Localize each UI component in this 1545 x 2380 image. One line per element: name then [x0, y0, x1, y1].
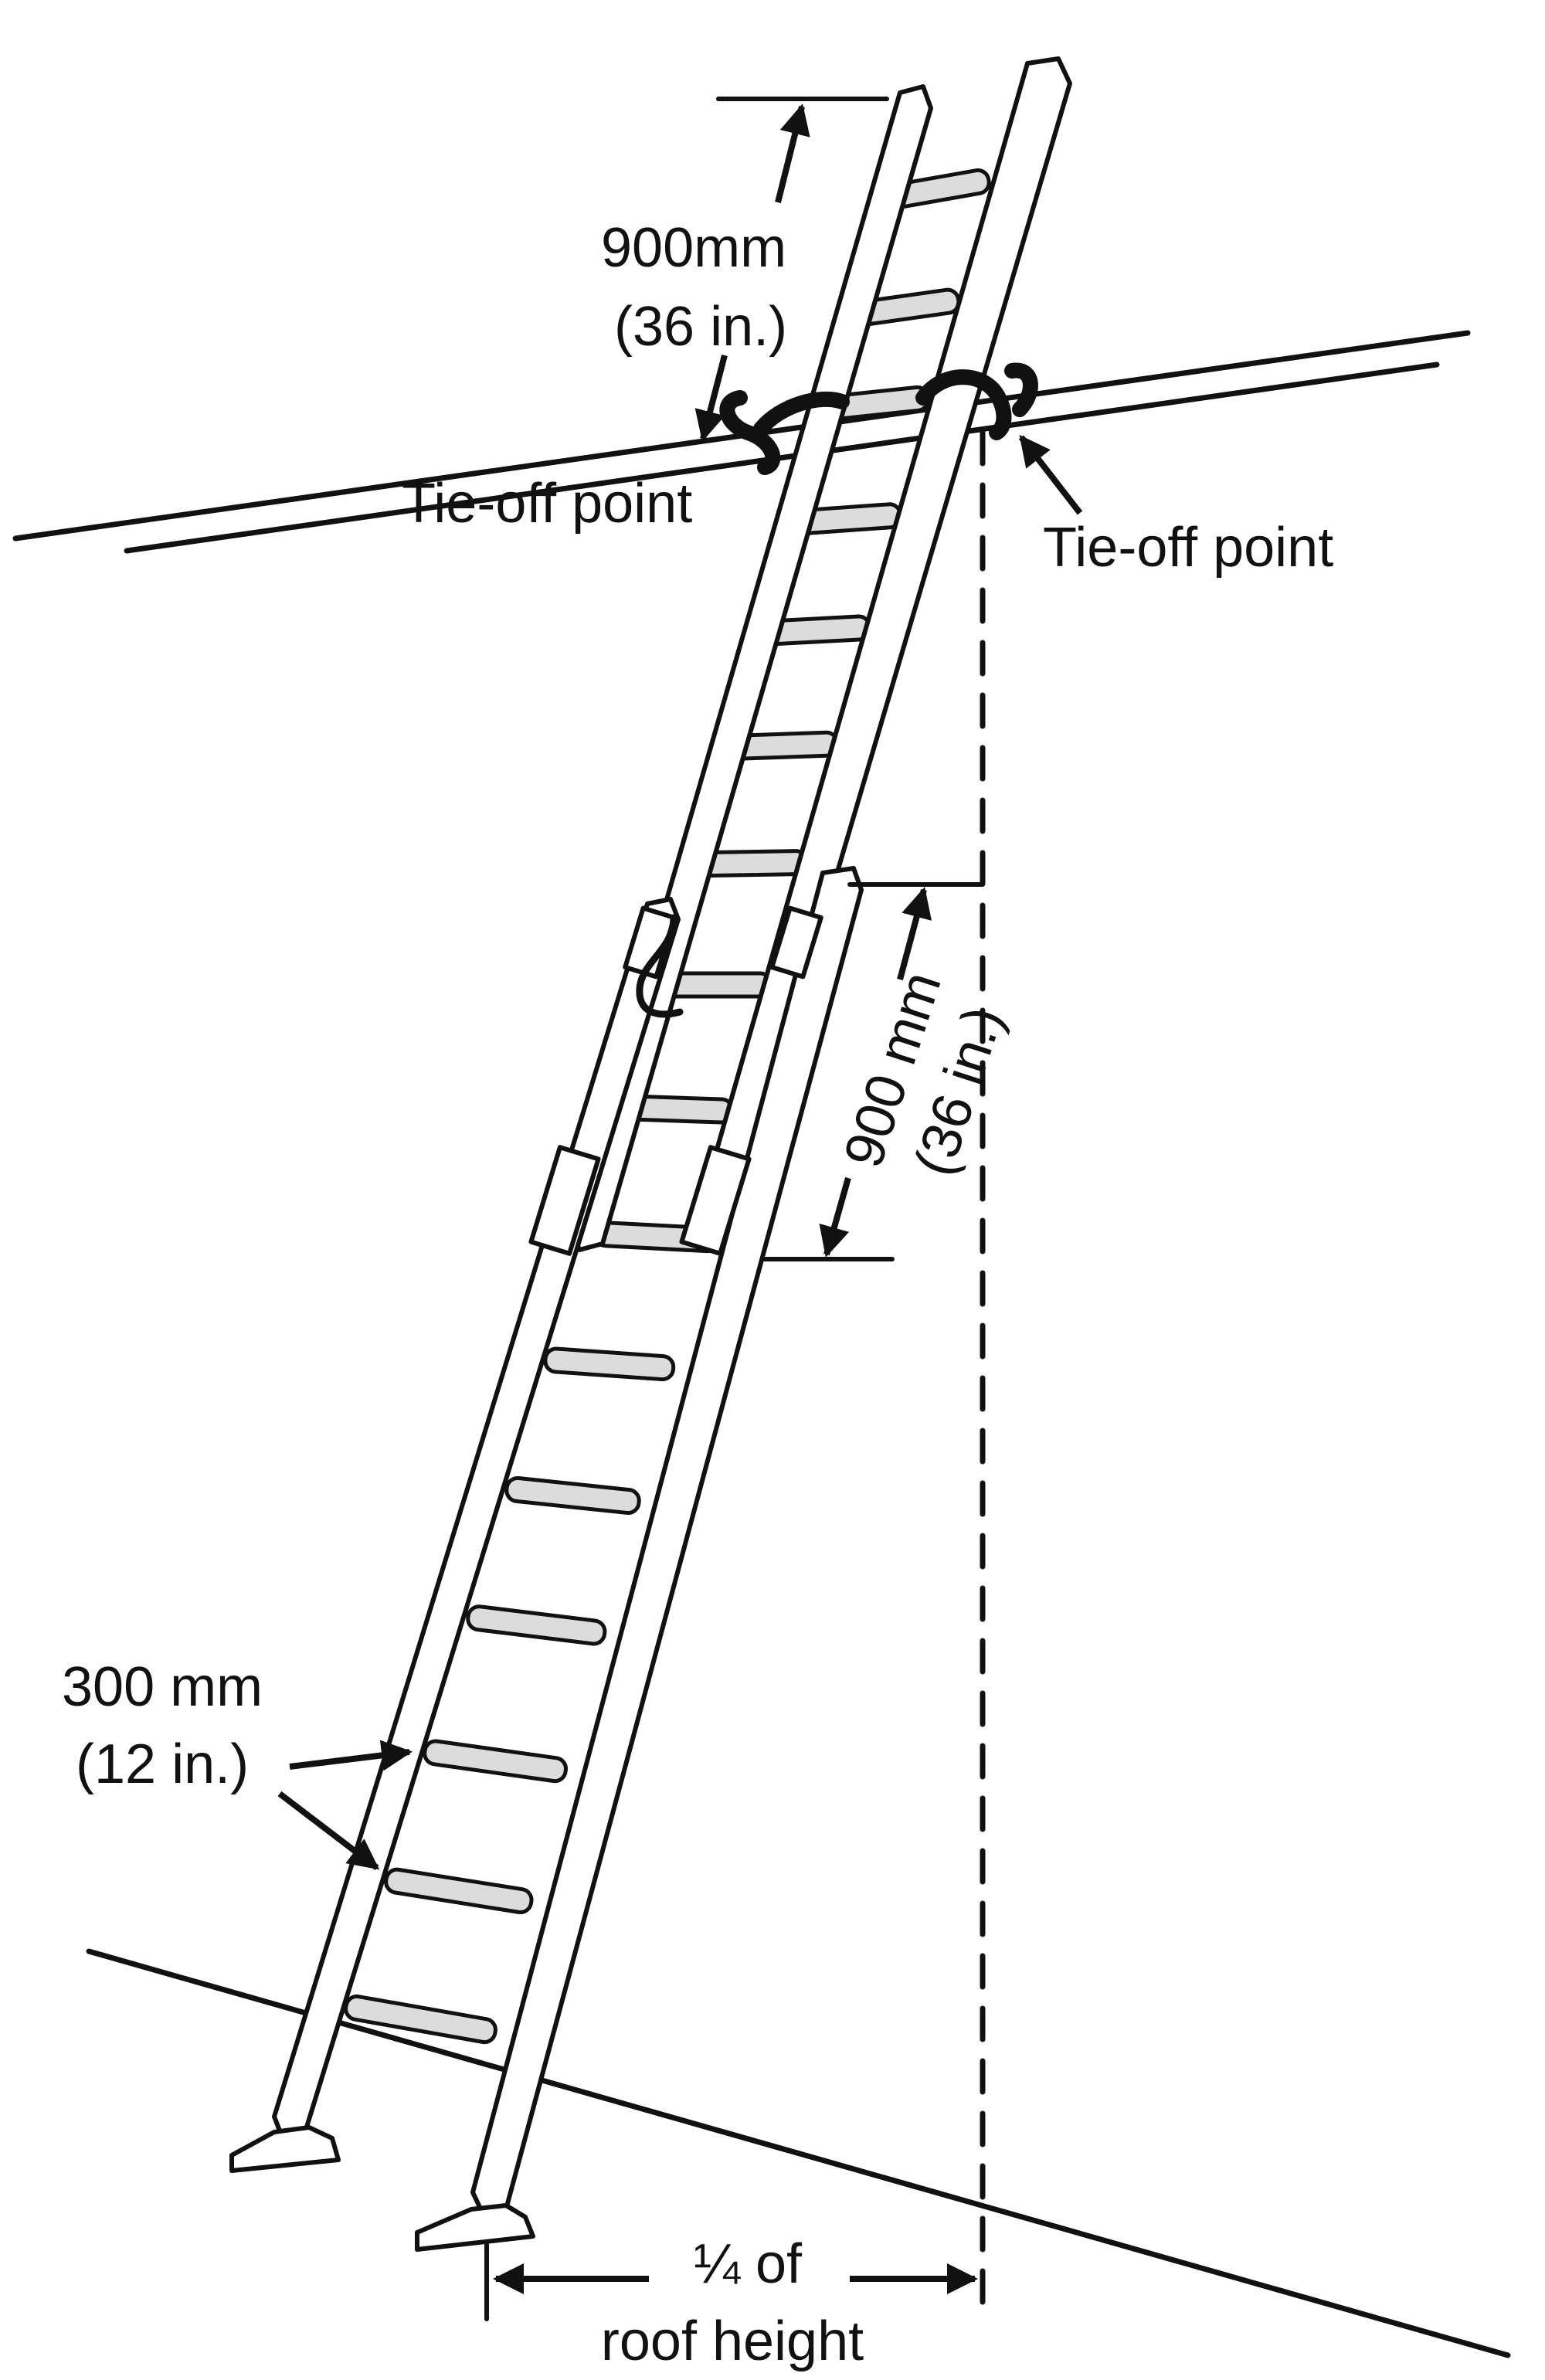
tie-off-rope-right: [915, 362, 1038, 440]
overlap-guide-brackets: [528, 905, 823, 1256]
base-distance-dimension: [484, 2242, 978, 2321]
base-distance-label-line1: ¼ of: [694, 2233, 803, 2295]
rung-spacing-label-mm: 300 mm: [62, 1656, 263, 1718]
rung-spacing-label-in: (12 in.): [76, 1733, 249, 1795]
rung: [466, 1604, 607, 1646]
top-extension-dimension: [694, 97, 889, 442]
tie-off-right-arrow: [1018, 434, 1083, 515]
rung-lock-hook: [636, 914, 684, 1018]
overlap-dimension: [762, 882, 985, 1261]
tie-off-rope-left: [719, 390, 850, 475]
top-extension-label-mm: 900mm: [601, 217, 786, 279]
rung: [384, 1867, 534, 1915]
ladder-feet: [229, 2125, 535, 2252]
rung: [423, 1739, 568, 1784]
tie-off-ropes: [719, 362, 1038, 475]
overlap-label: 900 mm (36 in.): [832, 964, 1014, 1183]
top-extension-label-in: (36 in.): [614, 296, 787, 358]
rung: [504, 1475, 641, 1516]
base-distance-label-line2: roof height: [601, 2310, 864, 2372]
rung-spacing-arrows: [277, 1740, 413, 1871]
rung: [543, 1346, 676, 1382]
rung: [344, 1994, 497, 2045]
tie-off-right-label: Tie-off point: [1043, 517, 1333, 579]
tie-off-left-label: Tie-off point: [402, 473, 692, 535]
